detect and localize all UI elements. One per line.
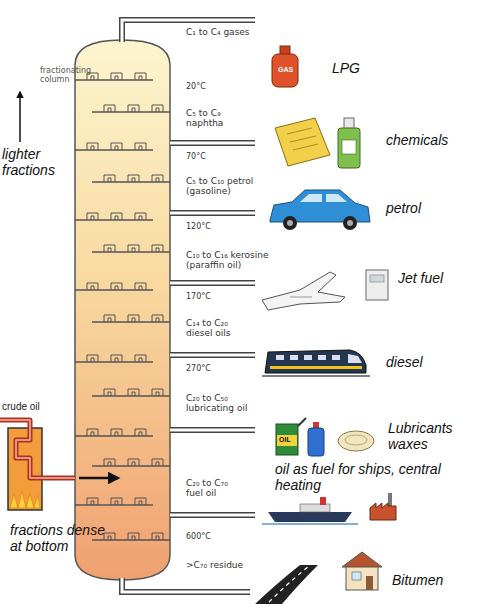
bubble-cap (135, 429, 146, 436)
bubble-cap (135, 498, 146, 505)
furnace-flames (10, 491, 40, 508)
bubble-cap (128, 459, 139, 466)
fraction-label: >C₇₀ residue (186, 560, 243, 570)
bubble-cap (111, 73, 122, 80)
bubble-cap (104, 533, 115, 540)
product-label: Bitumen (392, 572, 443, 588)
product-label: Jet fuel (398, 270, 443, 286)
direction-label: lighter fractions (2, 146, 74, 178)
bubble-cap (87, 213, 98, 220)
fraction-label: C₁₀ to C₁₆ kerosine (paraffin oil) (186, 250, 294, 270)
bubble-cap (104, 245, 115, 252)
bubble-cap (87, 498, 98, 505)
bubble-cap (135, 213, 146, 220)
fraction-label: C₁₄ to C₂₀ diesel oils (186, 318, 242, 338)
bubble-cap (152, 105, 163, 112)
train-icon (262, 350, 370, 376)
fraction-label: C₂₀ to C₇₀ fuel oil (186, 478, 242, 498)
bubble-cap (128, 245, 139, 252)
fractionating-column (75, 40, 170, 580)
bubble-cap (111, 355, 122, 362)
bubble-cap (111, 429, 122, 436)
product-label: petrol (386, 200, 421, 216)
column-trays (75, 73, 170, 540)
bubble-cap (152, 315, 163, 322)
bubble-cap (104, 315, 115, 322)
heater-icon (366, 270, 388, 300)
product-label: Lubricants waxes (388, 420, 466, 452)
bubble-cap (128, 533, 139, 540)
bubble-cap (128, 175, 139, 182)
bubble-cap (128, 105, 139, 112)
bubble-cap (87, 355, 98, 362)
bubble-cap (104, 389, 115, 396)
column-label: fractionating column (40, 66, 102, 84)
bubble-cap (111, 498, 122, 505)
bubble-cap (104, 105, 115, 112)
direction-arrow (19, 92, 21, 142)
bubble-cap (111, 213, 122, 220)
fraction-label: C₅ to C₁₀ petrol (gasoline) (186, 176, 268, 196)
jet-plane-icon (262, 272, 345, 310)
bubble-cap (152, 533, 163, 540)
bubble-cap (152, 389, 163, 396)
product-label: oil as fuel for ships, central heating (275, 461, 475, 493)
bubble-cap (87, 429, 98, 436)
fraction-label: C₁ to C₄ gases (186, 27, 281, 37)
bubble-cap (152, 459, 163, 466)
temperature-label: 20°C (186, 82, 206, 91)
car-icon (270, 190, 370, 230)
bubble-cap (87, 283, 98, 290)
bubble-cap (135, 143, 146, 150)
outlet-pipes (122, 20, 255, 592)
fraction-label: C₂₀ to C₅₀ lubricating oil (186, 393, 258, 413)
icon-text: OIL (279, 436, 291, 443)
chemicals-icon (275, 118, 360, 168)
temperature-label: 70°C (186, 152, 206, 161)
temperature-label: 270°C (186, 364, 211, 373)
bubble-cap (128, 315, 139, 322)
product-label: LPG (332, 60, 360, 76)
bubble-cap (152, 175, 163, 182)
fraction-label: C₅ to C₉ naphtha (186, 108, 236, 128)
crude-oil-pipe-inner (0, 420, 75, 478)
bubble-cap (104, 175, 115, 182)
feed-arrow (79, 477, 118, 480)
bubble-cap (135, 283, 146, 290)
road-icon (255, 565, 318, 604)
temperature-label: 600°C (186, 532, 211, 541)
temperature-label: 120°C (186, 222, 211, 231)
bubble-cap (87, 143, 98, 150)
ship-icon (262, 497, 358, 524)
factory-icon (370, 493, 396, 520)
product-label: chemicals (386, 132, 448, 148)
product-label: diesel (386, 354, 423, 370)
note-label: fractions dense at bottom (10, 522, 118, 554)
bubble-cap (135, 355, 146, 362)
bubble-cap (111, 143, 122, 150)
crude-oil-pipe (0, 420, 75, 478)
bubble-cap (104, 459, 115, 466)
inlet-label: crude oil (2, 401, 40, 412)
bubble-cap (111, 283, 122, 290)
bubble-cap (135, 73, 146, 80)
lubricants-icon (276, 418, 374, 456)
icon-text: GAS (278, 66, 293, 73)
temperature-label: 170°C (186, 292, 211, 301)
bubble-cap (152, 245, 163, 252)
gas-bottle (272, 46, 298, 87)
bubble-cap (128, 389, 139, 396)
house-icon (342, 552, 382, 590)
